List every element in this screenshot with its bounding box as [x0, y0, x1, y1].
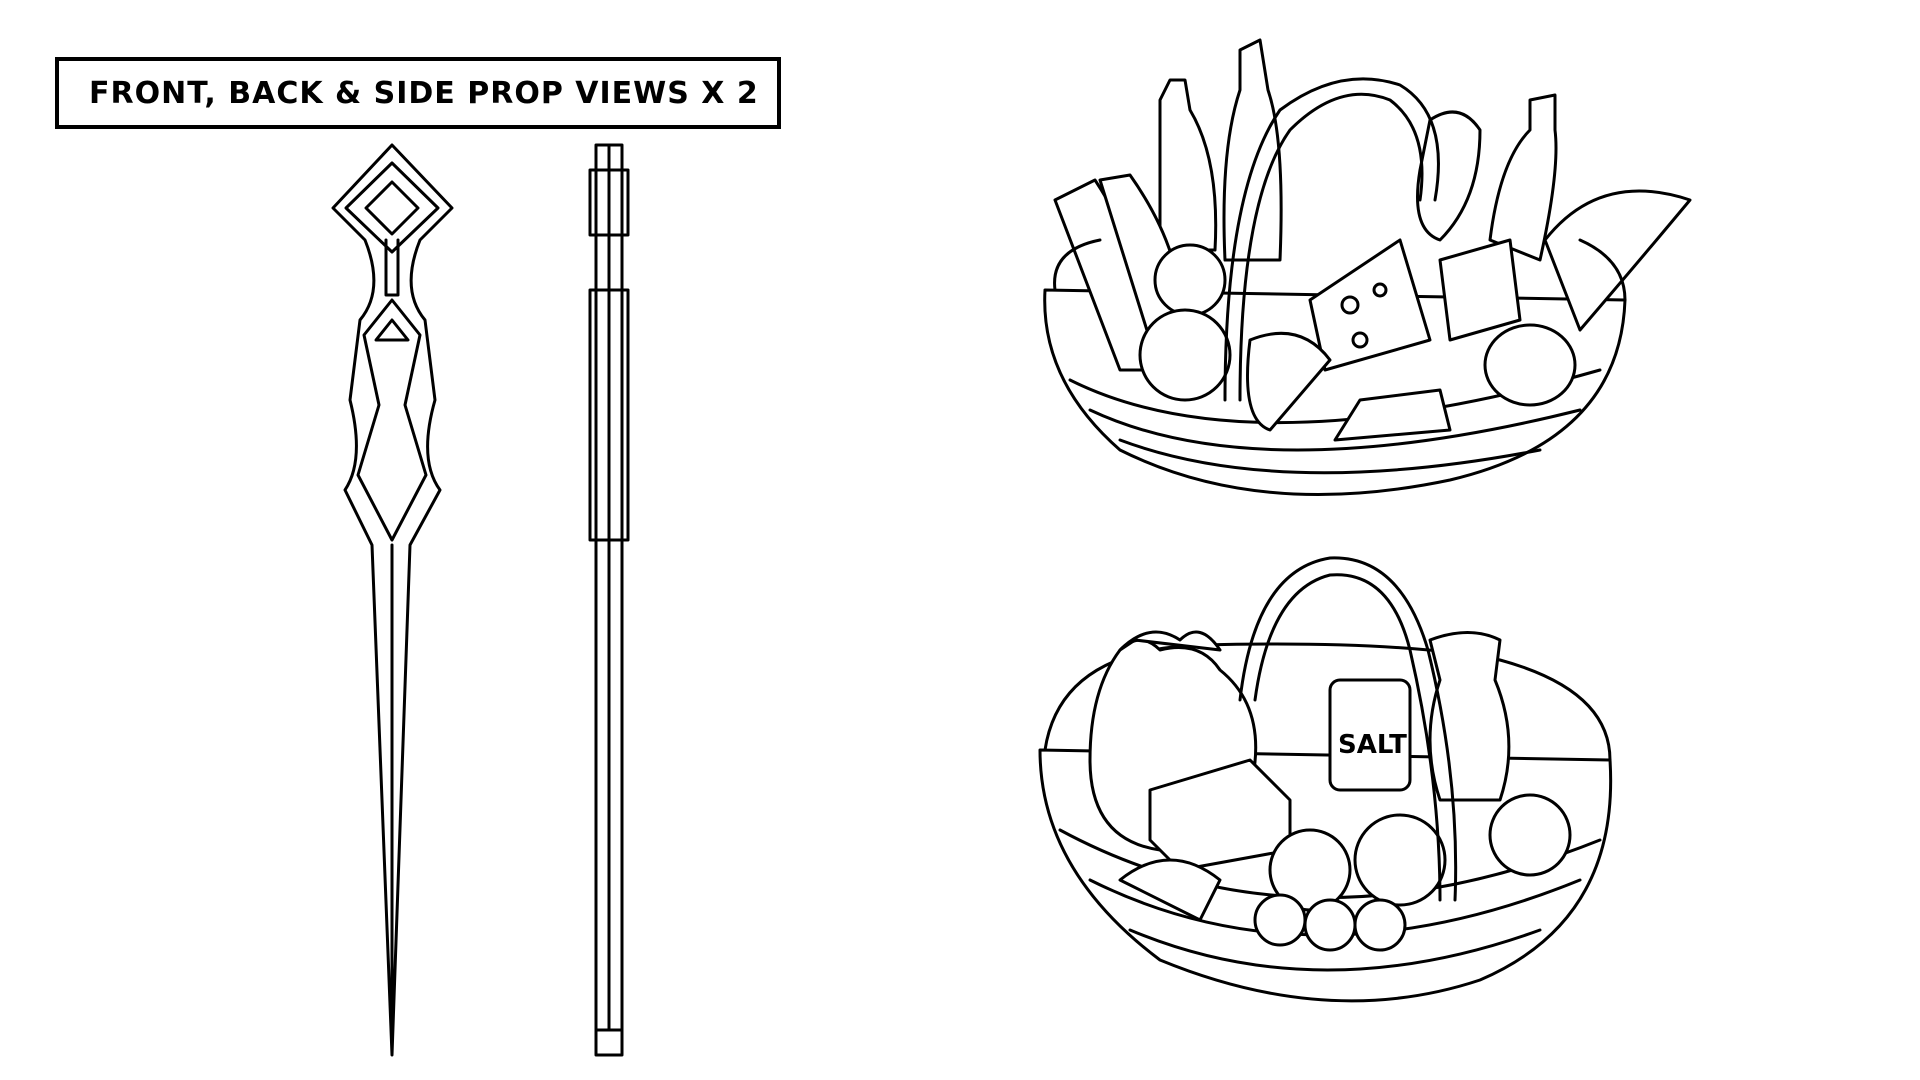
- basket-vegetables: [1043, 38, 1692, 497]
- title-text: FRONT, BACK & SIDE PROP VIEWS X 2: [89, 75, 759, 111]
- title-label-box: FRONT, BACK & SIDE PROP VIEWS X 2: [55, 57, 781, 129]
- basket-pantry: SALT: [1038, 556, 1613, 1003]
- sword-front-view: [331, 143, 454, 1057]
- salt-label: SALT: [1338, 730, 1407, 760]
- sword-side-view: [588, 143, 630, 1057]
